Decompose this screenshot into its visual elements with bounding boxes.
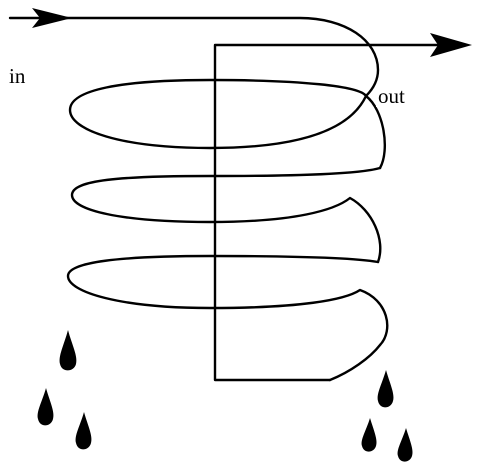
droplet-icon [361, 418, 377, 452]
inlet-label: in [9, 64, 26, 88]
inlet-line [8, 16, 380, 98]
droplet-icon [59, 330, 77, 371]
droplet-icon [397, 428, 413, 462]
droplet-icon [377, 370, 394, 408]
outlet-label: out [376, 84, 407, 108]
arrow-head-icon [430, 33, 472, 57]
coil-loop-3 [66, 254, 389, 382]
outlet-pipe [213, 43, 452, 382]
coil-loop-2 [70, 166, 382, 264]
droplet-icon [37, 388, 54, 426]
arrow-head-icon [32, 8, 72, 28]
droplet-icon [75, 412, 92, 450]
coil-loop-1 [68, 78, 386, 170]
